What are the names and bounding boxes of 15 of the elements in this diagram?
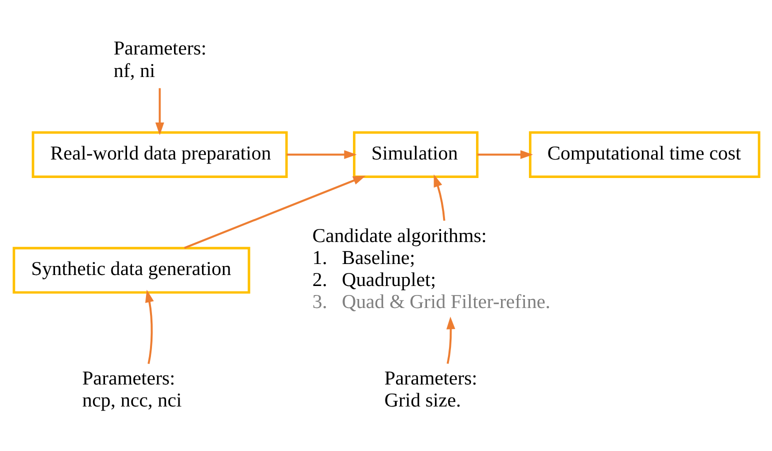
arrow — [446, 316, 455, 364]
node-text: Parameters: ncp, ncc, nci — [82, 367, 182, 412]
node-box: Simulation — [352, 130, 478, 178]
node-box: Computational time cost — [528, 130, 760, 178]
arrow — [286, 150, 356, 159]
arrow — [154, 88, 164, 135]
arrow — [476, 150, 532, 159]
node-text: Parameters: Grid size. — [384, 367, 477, 412]
node-box: Synthetic data generation — [12, 246, 250, 294]
arrow — [144, 289, 154, 364]
node-text: Parameters: nf, ni — [113, 37, 206, 82]
node-box: Real-world data preparation — [31, 130, 288, 178]
arrow — [433, 174, 445, 220]
arrow — [184, 175, 366, 248]
node-text: Candidate algorithms: 1. Baseline; 2. Quadruplet; 3. Quad & Grid Filter-refine. — [312, 224, 550, 313]
